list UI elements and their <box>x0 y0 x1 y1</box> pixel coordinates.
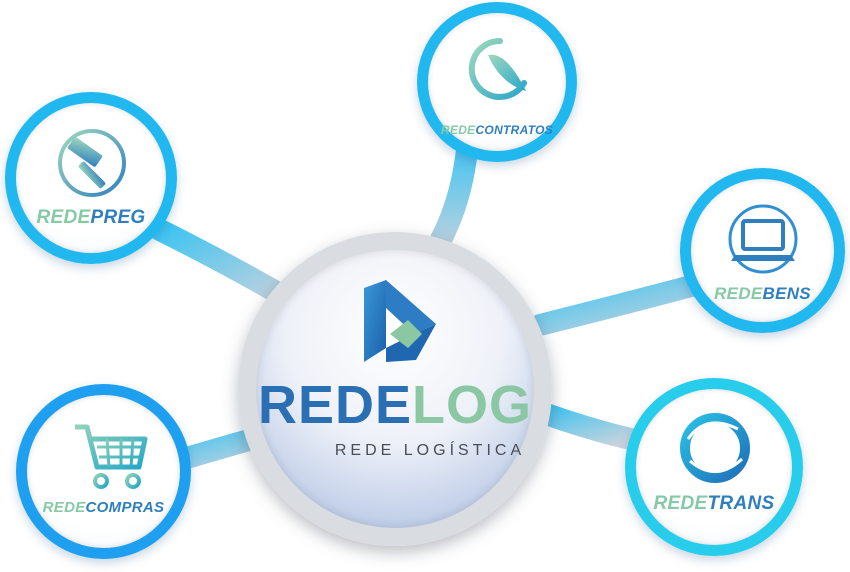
redecompras-label: REDECOMPRAS <box>42 499 165 516</box>
circular-swirl-icon <box>680 413 750 483</box>
redepreg-label: REDEPREG <box>36 207 146 228</box>
gavel-icon <box>58 129 126 197</box>
redecontratos-label: REDECONTRATOS <box>440 123 554 137</box>
node-redecontratos[interactable]: REDECONTRATOS <box>417 2 577 162</box>
redebens-label: REDEBENS <box>714 284 811 303</box>
quill-pen-icon <box>468 37 527 100</box>
hub-title: REDELOG <box>257 375 533 435</box>
laptop-icon <box>728 204 798 274</box>
node-redecompras[interactable]: REDECOMPRAS <box>16 384 191 559</box>
hub-subtitle: REDE LOGÍSTICA <box>334 442 526 459</box>
node-redebens[interactable]: REDEBENS <box>680 168 845 333</box>
shopping-cart-icon <box>75 424 148 489</box>
redelog-logo-icon <box>364 280 436 362</box>
connector-redepreg <box>149 219 301 311</box>
redetrans-label: REDETRANS <box>653 493 775 514</box>
node-redepreg[interactable]: REDEPREG <box>5 92 177 264</box>
node-redetrans[interactable]: REDETRANS <box>625 378 803 556</box>
hub-redelog[interactable]: REDELOG REDE LOGÍSTICA <box>238 232 552 546</box>
connector-redetrans <box>524 399 646 451</box>
connector-redebens <box>529 274 706 336</box>
